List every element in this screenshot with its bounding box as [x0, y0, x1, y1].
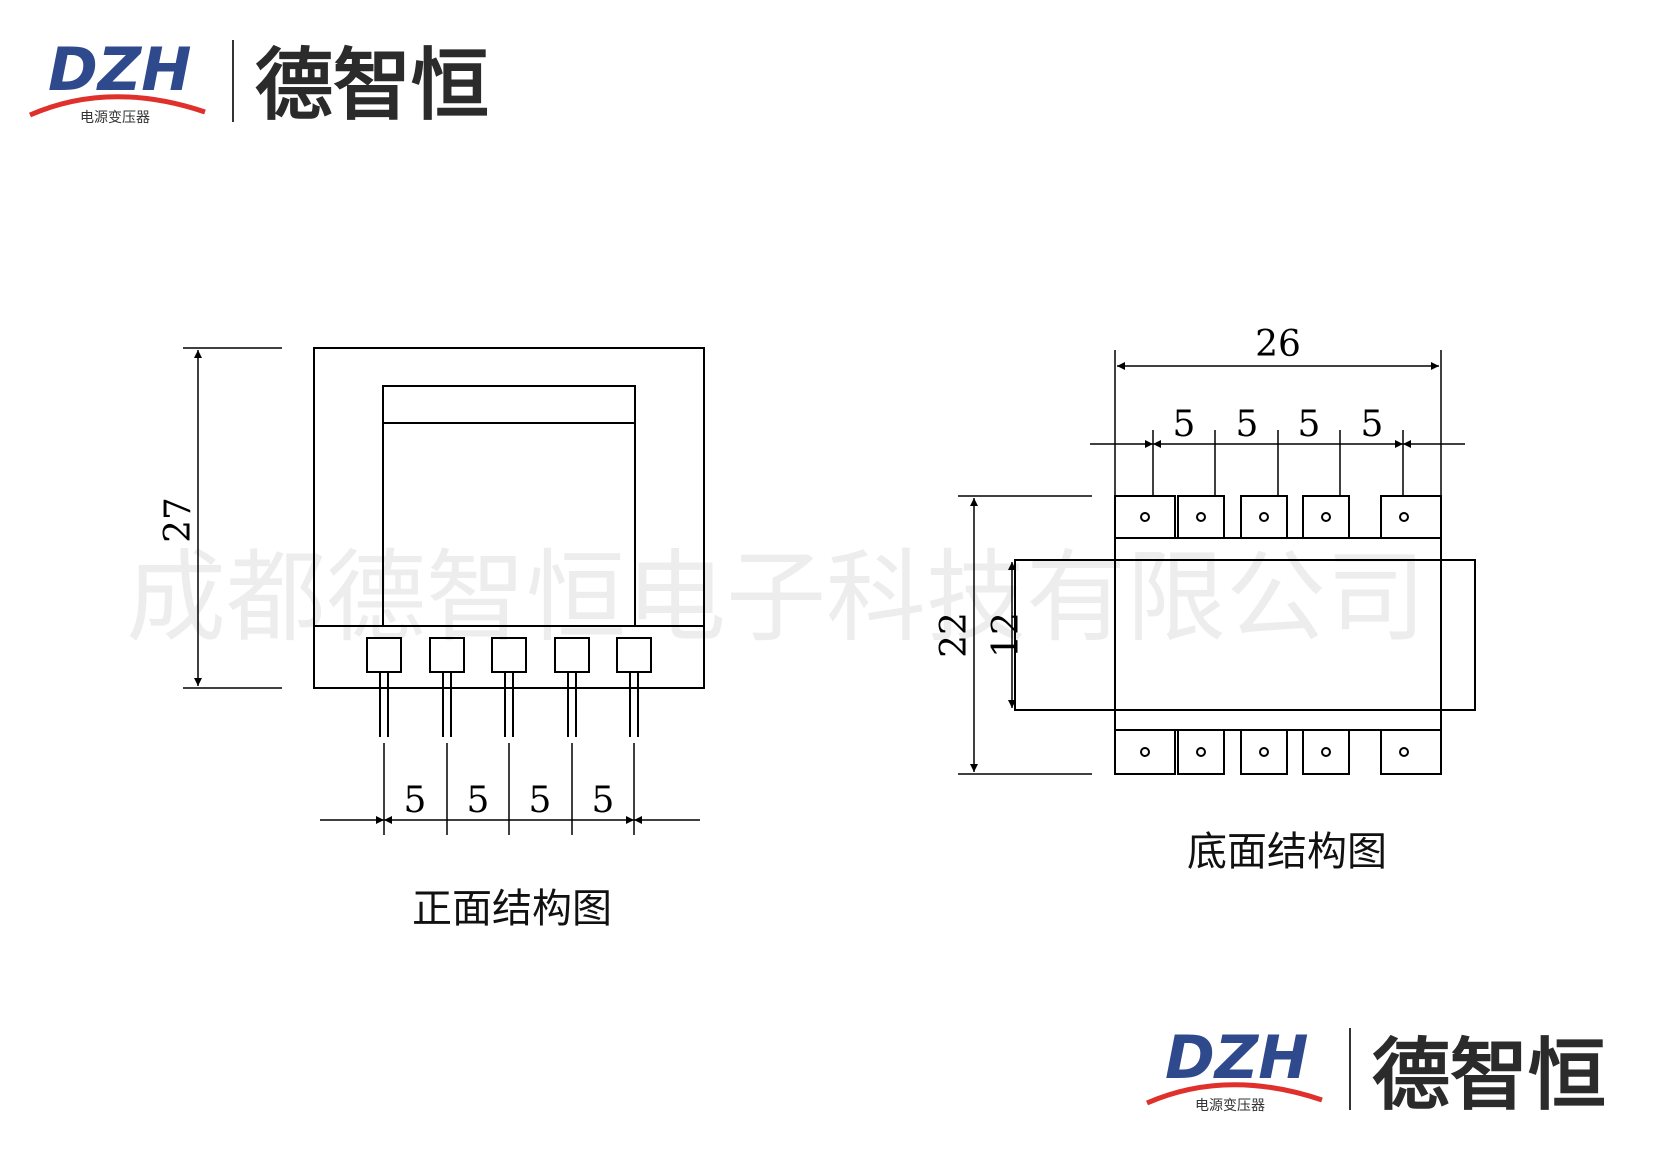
pad [1240, 729, 1288, 775]
front-height-label: 27 [158, 497, 199, 543]
logo-sub-text: 电源变压器 [1195, 1098, 1265, 1114]
logo-swoosh-icon [1145, 1082, 1323, 1106]
bottom-view [958, 350, 1476, 775]
logo-en-text: DZH [48, 35, 192, 105]
front-pitch-label: 5 [592, 780, 615, 821]
pad [1302, 729, 1350, 775]
bottom-view-caption: 底面结构图 [1187, 829, 1387, 875]
front-pitch-label: 5 [404, 780, 427, 821]
watermark-text: 成都德智恒电子科技有限公司 [126, 539, 1426, 656]
front-pins [366, 637, 652, 737]
bottom-pitch-label: 5 [1361, 404, 1384, 445]
front-view [183, 347, 705, 835]
front-pin [554, 637, 590, 737]
bottom-core-label: 12 [986, 612, 1027, 658]
front-pin [616, 637, 652, 737]
bottom-pitch-label: 5 [1236, 404, 1259, 445]
pad [1114, 495, 1176, 539]
front-body-outline [313, 347, 705, 689]
bottom-bottom-pads [1114, 729, 1442, 775]
front-pitch-label: 5 [467, 780, 490, 821]
pad [1177, 729, 1225, 775]
front-pin [429, 637, 465, 737]
pad [1114, 729, 1176, 775]
bottom-pitch-label: 5 [1173, 404, 1196, 445]
front-pin [366, 637, 402, 737]
logo-sub-text: 电源变压器 [80, 110, 150, 126]
logo-cn-text: 德智恒 [255, 41, 489, 131]
front-pitch-label: 5 [529, 780, 552, 821]
logo-cn-text: 德智恒 [1372, 1031, 1606, 1121]
bottom-width-label: 26 [1255, 324, 1301, 365]
pad [1380, 729, 1442, 775]
front-view-caption: 正面结构图 [412, 886, 612, 932]
bottom-pitch-label: 5 [1298, 404, 1321, 445]
pad [1380, 495, 1442, 539]
pad [1240, 495, 1288, 539]
logo-top: DZH 电源变压器 德智恒 [28, 35, 489, 131]
front-pin [491, 637, 527, 737]
logo-en-text: DZH [1165, 1023, 1309, 1093]
bottom-height-label: 22 [934, 612, 975, 658]
logo-swoosh-icon [28, 94, 206, 118]
pad [1302, 495, 1350, 539]
logo-bottom: DZH 电源变压器 德智恒 [1145, 1023, 1606, 1121]
bottom-top-pads [1114, 495, 1442, 539]
pad [1177, 495, 1225, 539]
